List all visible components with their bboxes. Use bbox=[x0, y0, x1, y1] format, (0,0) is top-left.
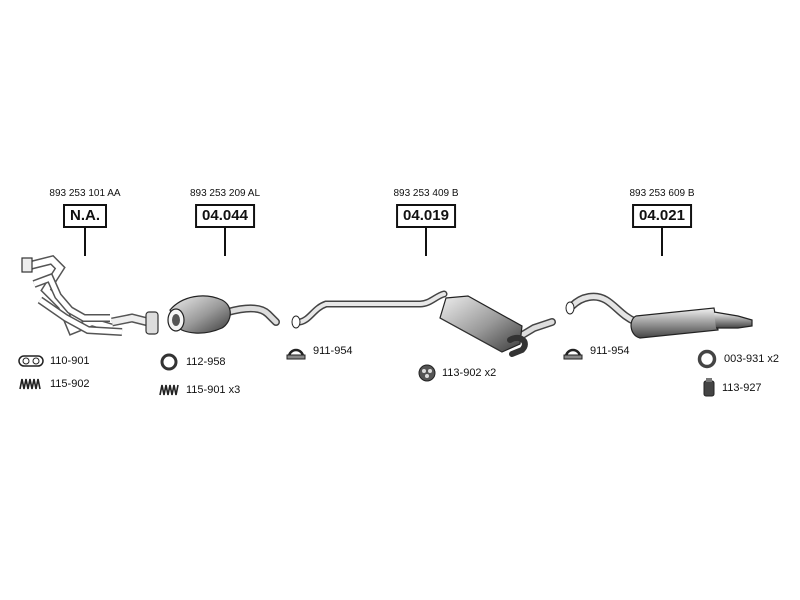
ring-icon bbox=[697, 349, 717, 369]
leader-line bbox=[84, 228, 86, 256]
part-code-box[interactable]: 04.019 bbox=[396, 204, 456, 228]
leader-line bbox=[425, 228, 427, 256]
part-code-box[interactable]: 04.044 bbox=[195, 204, 255, 228]
accessory-clamp[interactable]: 911-954 bbox=[285, 341, 353, 361]
exhaust-manifold-drawing bbox=[21, 255, 159, 336]
accessory-clamp[interactable]: 911-954 bbox=[562, 341, 630, 361]
front-silencer-drawing bbox=[167, 295, 280, 334]
spring-icon bbox=[19, 378, 41, 390]
accessory-label: 911-954 bbox=[590, 345, 630, 357]
accessory-label: 113-902 x2 bbox=[442, 367, 497, 379]
leader-line bbox=[224, 228, 226, 256]
rubber-mount-icon bbox=[418, 364, 436, 382]
accessory-label: 003-931 x2 bbox=[724, 353, 780, 365]
accessory-label: 113-927 bbox=[722, 382, 762, 394]
rear-silencer-drawing bbox=[565, 292, 753, 339]
part-code-box[interactable]: 04.021 bbox=[632, 204, 692, 228]
part-code-box[interactable]: N.A. bbox=[63, 204, 107, 228]
gasket-icon bbox=[18, 355, 44, 367]
oem-number: 893 253 101 AA bbox=[49, 188, 121, 199]
oem-number: 893 253 409 B bbox=[393, 188, 459, 199]
accessory-label: 115-902 bbox=[50, 378, 90, 390]
accessory-label: 110-901 bbox=[50, 355, 90, 367]
accessory-ring[interactable]: 003-931 x2 bbox=[696, 349, 779, 369]
spring-icon bbox=[159, 384, 179, 396]
leader-line bbox=[661, 228, 663, 256]
accessory-rubber-mount[interactable]: 113-902 x2 bbox=[418, 364, 496, 382]
clamp-icon bbox=[286, 348, 306, 360]
oem-number: 893 253 609 B bbox=[629, 188, 695, 199]
accessory-label: 115-901 x3 bbox=[186, 384, 241, 396]
middle-silencer-drawing bbox=[291, 290, 556, 357]
clamp-icon bbox=[563, 348, 583, 360]
accessory-rubber-hanger[interactable]: 113-927 bbox=[702, 378, 762, 398]
accessory-gasket[interactable]: 110-901 bbox=[18, 353, 90, 369]
accessory-label: 911-954 bbox=[313, 345, 353, 357]
accessory-label: 112-958 bbox=[186, 356, 226, 368]
accessory-spring[interactable]: 115-902 bbox=[18, 377, 90, 391]
accessory-ring[interactable]: 112-958 bbox=[158, 353, 226, 371]
oem-number: 893 253 209 AL bbox=[189, 188, 261, 199]
rubber-hanger-icon bbox=[703, 378, 715, 397]
accessory-spring[interactable]: 115-901 x3 bbox=[158, 383, 240, 397]
ring-icon bbox=[160, 353, 178, 371]
